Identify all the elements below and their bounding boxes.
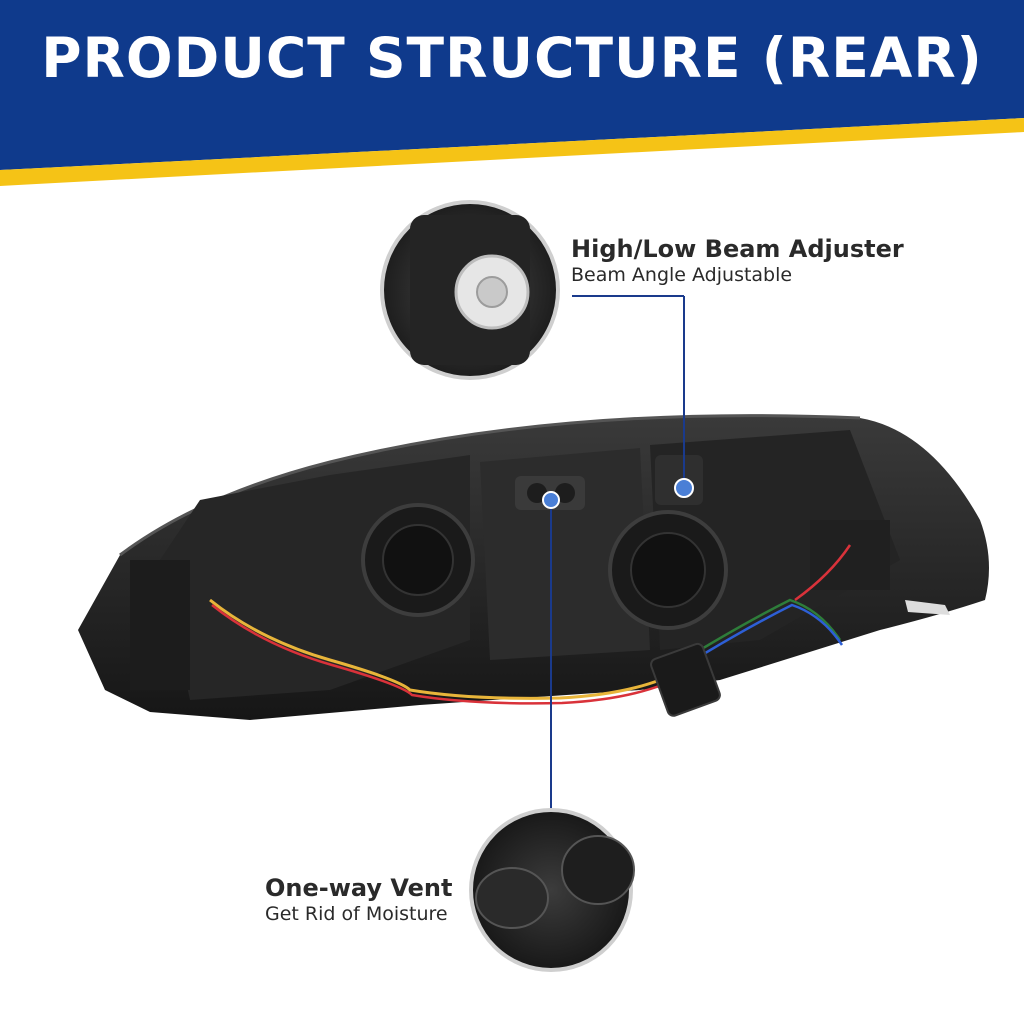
- vent-subtitle: Get Rid of Moisture: [265, 903, 448, 925]
- vent-title: One-way Vent: [265, 874, 453, 902]
- vent-marker: [542, 491, 560, 509]
- beam-adjuster-title: High/Low Beam Adjuster: [571, 235, 904, 263]
- vent-zoom-icon: [469, 808, 635, 972]
- beam-adjuster-marker: [674, 478, 694, 498]
- beam-adjuster-zoom-icon: [380, 200, 560, 380]
- header-banner: [0, 0, 1024, 186]
- headlight-housing: [78, 414, 989, 720]
- beam-adjuster-subtitle: Beam Angle Adjustable: [571, 264, 793, 286]
- page-title: PRODUCT STRUCTURE (REAR): [41, 26, 983, 90]
